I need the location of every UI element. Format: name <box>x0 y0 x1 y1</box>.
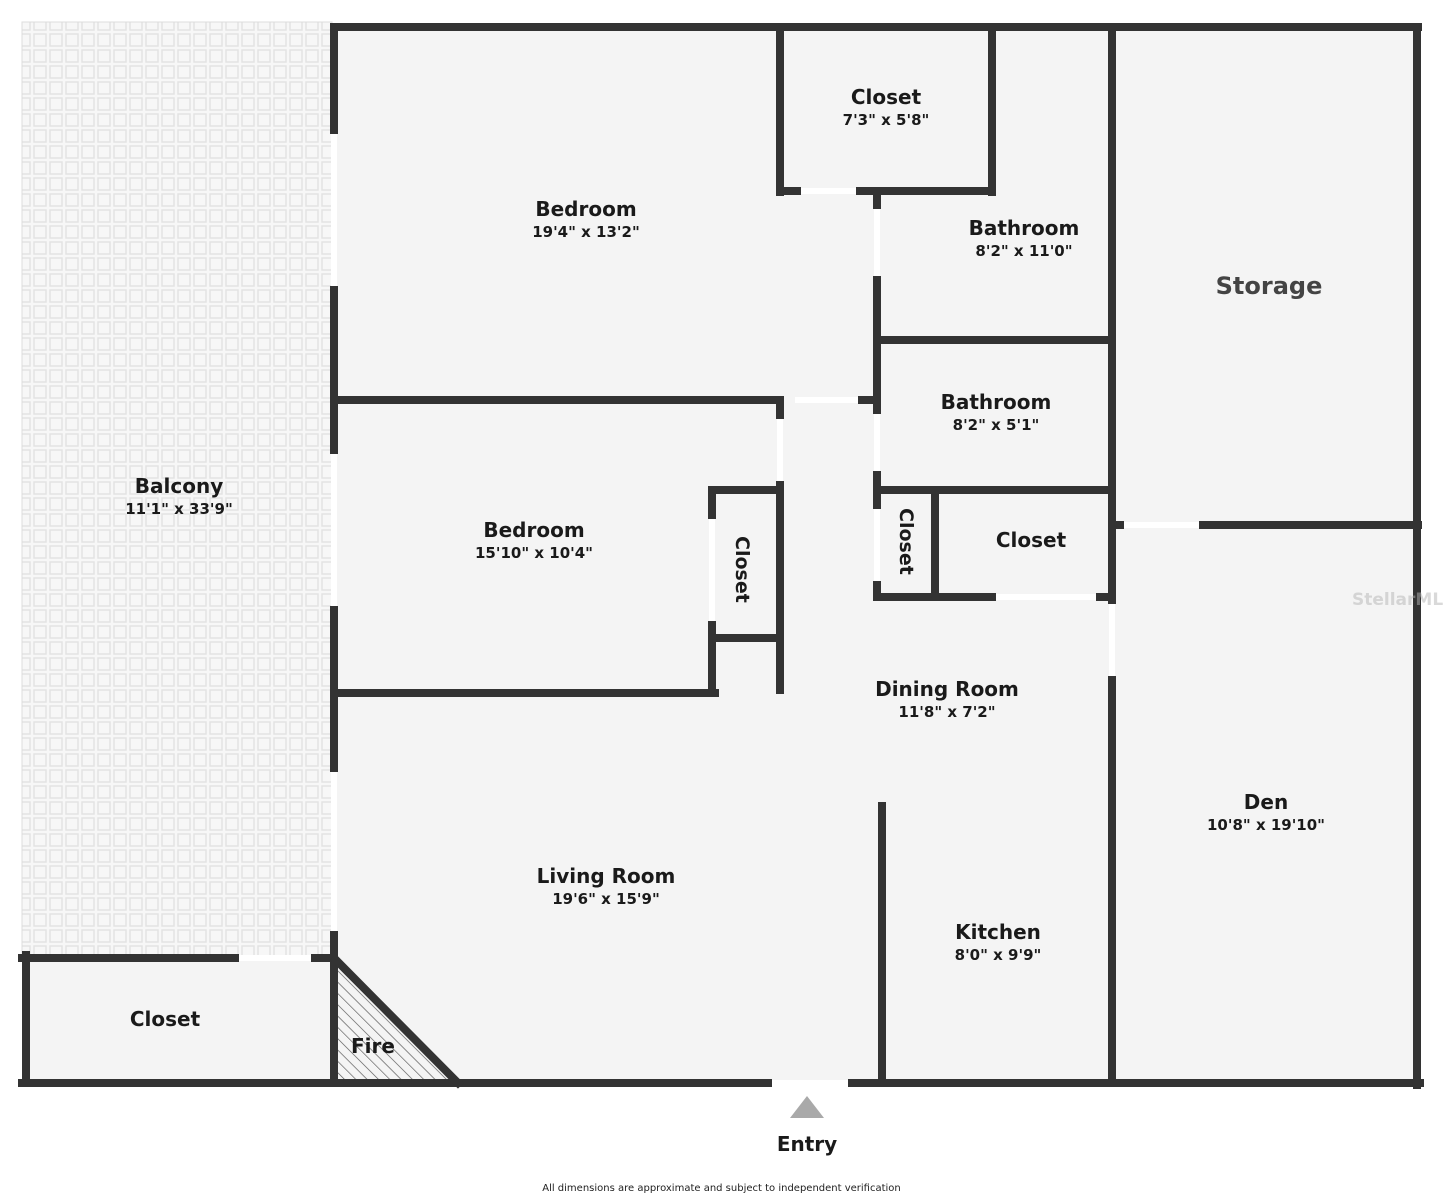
room-den: Den 10'8" x 19'10" <box>1207 790 1325 834</box>
room-dimensions: 15'10" x 10'4" <box>475 544 593 562</box>
room-closet-4: Closet <box>996 528 1066 552</box>
room-name: Kitchen <box>955 920 1041 944</box>
room-closet-2: Closet <box>731 536 753 603</box>
room-bedroom-2: Bedroom 15'10" x 10'4" <box>475 518 593 562</box>
wall <box>330 954 464 1089</box>
room-closet-3: Closet <box>895 508 917 575</box>
room-name: Den <box>1243 790 1289 814</box>
watermark: StellarMLS <box>1352 590 1443 610</box>
room-name: Closet <box>895 508 917 575</box>
room-name: Balcony <box>134 474 224 498</box>
room-name: Storage <box>1215 272 1323 300</box>
entry-arrow-icon <box>790 1096 824 1118</box>
room-dimensions: 19'6" x 15'9" <box>552 890 660 908</box>
room-name: Dining Room <box>875 677 1019 701</box>
room-name: Bedroom <box>535 197 637 221</box>
room-storage: Storage <box>1216 272 1323 300</box>
room-balcony: Balcony 11'1" x 33'9" <box>125 474 233 518</box>
room-name: Fire <box>351 1034 395 1058</box>
disclaimer: All dimensions are approximate and subje… <box>542 1183 901 1194</box>
room-dimensions: 11'8" x 7'2" <box>898 703 996 721</box>
room-dimensions: 11'1" x 33'9" <box>125 500 233 518</box>
room-closet-5: Closet <box>130 1007 200 1031</box>
room-name: Closet <box>129 1007 201 1031</box>
entry-text: Entry <box>776 1132 838 1156</box>
closet-floor <box>26 958 334 1083</box>
room-bedroom-1: Bedroom 19'4" x 13'2" <box>532 197 640 241</box>
balcony-area <box>21 21 333 958</box>
room-dimensions: 8'2" x 11'0" <box>975 242 1073 260</box>
room-bathroom-1: Bathroom 8'2" x 11'0" <box>969 216 1080 260</box>
room-bathroom-2: Bathroom 8'2" x 5'1" <box>941 390 1052 434</box>
room-dimensions: 8'0" x 9'9" <box>954 946 1042 964</box>
room-dining: Dining Room 11'8" x 7'2" <box>875 677 1019 721</box>
room-dimensions: 10'8" x 19'10" <box>1207 816 1325 834</box>
room-name: Living Room <box>536 864 676 888</box>
room-fire: Fire <box>351 1034 395 1058</box>
room-closet-1: Closet 7'3" x 5'8" <box>843 85 930 129</box>
room-name: Bedroom <box>483 518 585 542</box>
room-name: Closet <box>995 528 1067 552</box>
room-name: Closet <box>850 85 922 109</box>
room-dimensions: 19'4" x 13'2" <box>532 223 640 241</box>
entry-label: Entry <box>777 1132 837 1156</box>
room-dimensions: 8'2" x 5'1" <box>952 416 1040 434</box>
room-name: Bathroom <box>968 216 1080 240</box>
room-dimensions: 7'3" x 5'8" <box>842 111 930 129</box>
room-kitchen: Kitchen 8'0" x 9'9" <box>955 920 1042 964</box>
room-name: Closet <box>731 536 753 603</box>
room-name: Bathroom <box>940 390 1052 414</box>
room-living: Living Room 19'6" x 15'9" <box>537 864 676 908</box>
